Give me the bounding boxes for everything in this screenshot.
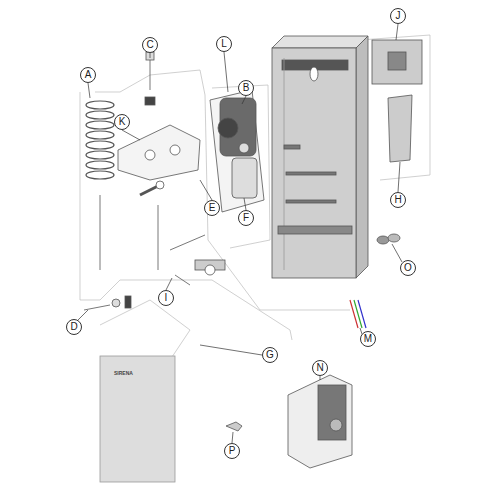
callout-circle: B [238, 80, 254, 96]
callout-circle: D [66, 319, 82, 335]
callout-letter: P [229, 446, 236, 456]
callout-circle: P [224, 443, 240, 459]
callout-circle: C [142, 37, 158, 53]
callout-circle: M [360, 331, 376, 347]
callout-circle: L [216, 36, 232, 52]
callout-circle: J [390, 8, 406, 24]
callout-letter: O [404, 263, 412, 273]
callout-circle: G [262, 347, 278, 363]
callout-letter: G [266, 350, 274, 360]
callout-letter: K [119, 117, 126, 127]
callout-letter: F [243, 213, 249, 223]
callout-circle: A [80, 67, 96, 83]
callout-letter: J [396, 11, 401, 21]
callout-circle: O [400, 260, 416, 276]
callout-letter: B [243, 83, 250, 93]
callout-letter: D [70, 322, 77, 332]
callout-circle: I [158, 290, 174, 306]
callout-letter: E [209, 203, 216, 213]
callout-letter: C [146, 40, 153, 50]
callout-letter: L [221, 39, 227, 49]
callout-circle: N [312, 360, 328, 376]
callout-circle: E [204, 200, 220, 216]
brand-label: SIRENA [114, 370, 133, 376]
callout-letter: H [394, 195, 401, 205]
callout-letter: N [316, 363, 323, 373]
callout-letter: M [364, 334, 372, 344]
callout-circle: F [238, 210, 254, 226]
callout-letter: A [85, 70, 92, 80]
callout-circle: K [114, 114, 130, 130]
callout-circle: H [390, 192, 406, 208]
callout-letter: I [165, 293, 168, 303]
